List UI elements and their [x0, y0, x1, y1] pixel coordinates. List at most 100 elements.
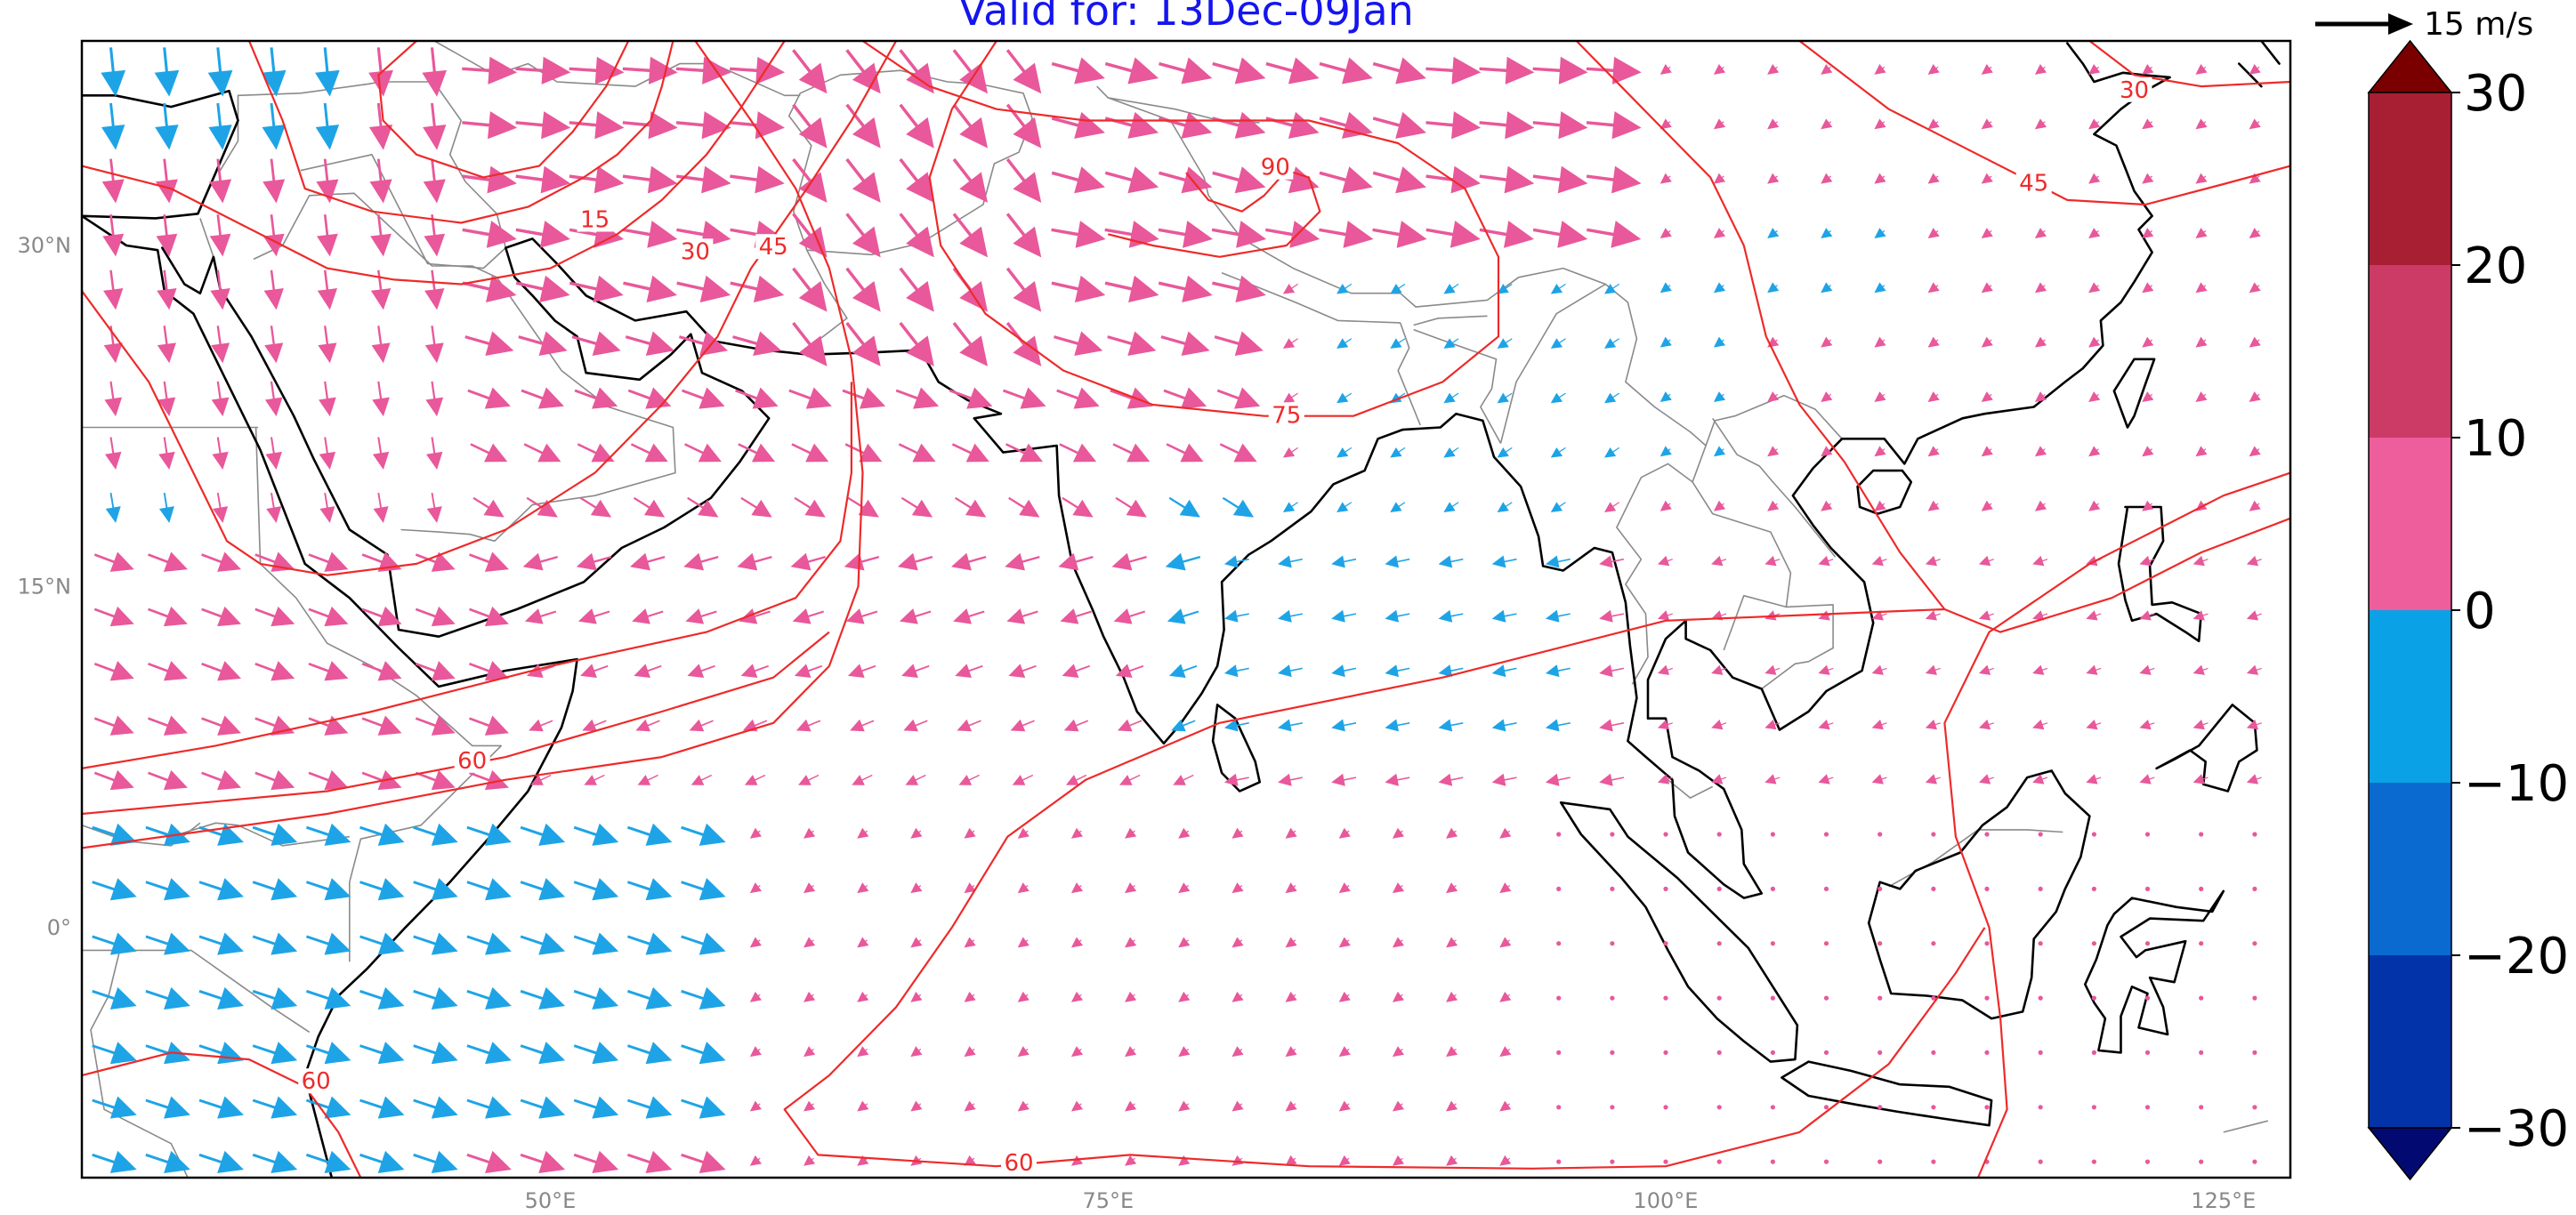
wind-vector-arrow: [964, 991, 976, 1002]
wind-vector-arrow: [104, 437, 122, 471]
wind-vector-arrow: [845, 49, 881, 94]
wind-vector-arrow: [2032, 719, 2048, 730]
wind-vector-arrow: [1545, 719, 1571, 732]
wind-vector-dot: [1716, 886, 1722, 892]
wind-vector-arrow: [424, 270, 445, 310]
wind-vector-arrow: [684, 443, 722, 463]
wind-vector-arrow: [899, 157, 934, 203]
wind-vector-arrow: [1392, 1046, 1405, 1058]
wind-vector-arrow: [252, 1042, 298, 1065]
wind-vector-arrow: [2032, 555, 2048, 567]
contour-label: 60: [457, 748, 487, 775]
country-border-segment: [254, 427, 503, 962]
wind-vector-arrow: [1115, 664, 1144, 678]
wind-vector-arrow: [2249, 228, 2261, 239]
wind-vector-arrow: [198, 1096, 244, 1119]
wind-vector-arrow: [1065, 774, 1087, 785]
wind-vector-arrow: [577, 443, 615, 463]
wind-vector-arrow: [626, 986, 673, 1010]
contour-line: [82, 41, 864, 849]
wind-vector-arrow: [792, 608, 825, 624]
wind-vector-arrow: [1104, 166, 1159, 194]
wind-vector-arrow: [520, 1150, 566, 1173]
wind-vector-arrow: [1925, 664, 1941, 675]
colorbar-tick-label: −10: [2464, 755, 2569, 813]
wind-vector-arrow: [792, 103, 828, 149]
wind-vector-arrow: [157, 326, 176, 364]
wind-vector-arrow: [1767, 446, 1780, 457]
country-border-segment: [1096, 85, 1606, 308]
wind-vector-arrow: [681, 823, 726, 846]
wind-vector-arrow: [845, 322, 881, 366]
wind-vector-arrow: [1178, 1155, 1191, 1166]
contour-line: [377, 41, 630, 179]
wind-vector-arrow: [2086, 664, 2102, 675]
wind-vector-arrow: [1390, 447, 1406, 458]
wind-vector-dot: [1823, 941, 1829, 946]
wind-vector-arrow: [1265, 111, 1320, 139]
wind-vector-arrow: [573, 823, 619, 846]
wind-vector-arrow: [1231, 1100, 1244, 1112]
wind-vector-arrow: [1282, 447, 1298, 458]
wind-vector-arrow: [630, 443, 668, 463]
wind-vector-dot: [1877, 1050, 1883, 1055]
wind-vector-arrow: [1017, 1100, 1030, 1112]
contour-label: 45: [2019, 171, 2048, 197]
wind-vector-arrow: [415, 715, 456, 736]
wind-vector-dot: [1877, 832, 1883, 837]
wind-vector-arrow: [1659, 173, 1672, 184]
wind-vector-arrow: [252, 986, 298, 1010]
wind-vector-arrow: [426, 492, 442, 523]
wind-vector-arrow: [1265, 166, 1320, 194]
wind-vector-arrow: [957, 719, 981, 732]
wind-vector-arrow: [2139, 719, 2155, 730]
wind-vector-arrow: [1981, 336, 1993, 348]
wind-vector-dot: [2199, 832, 2204, 837]
coastline-segment: [2155, 704, 2258, 793]
wind-vector-arrow: [1005, 322, 1042, 366]
contour-label-backdrop: [1268, 402, 1304, 428]
wind-vector-arrow: [1125, 937, 1137, 948]
wind-vector-dot: [1770, 995, 1775, 1001]
wind-vector-arrow: [1713, 63, 1726, 75]
wind-vector-dot: [1984, 1050, 1990, 1055]
wind-vector-arrow: [1764, 555, 1781, 567]
lon-tick-label: 125°E: [2191, 1188, 2256, 1213]
wind-vector-arrow: [857, 882, 869, 894]
wind-vector-dot: [1931, 886, 1936, 892]
wind-vector-arrow: [93, 661, 134, 681]
contour-label: 90: [1261, 155, 1290, 181]
wind-vector-arrow: [373, 492, 389, 523]
wind-vector-arrow: [2034, 500, 2047, 511]
wind-vector-arrow: [1070, 991, 1084, 1002]
wind-vector-arrow: [623, 275, 677, 303]
wind-vector-arrow: [319, 381, 336, 417]
wind-vector-arrow: [573, 986, 619, 1010]
wind-vector-arrow: [792, 49, 828, 94]
contour-label: 60: [302, 1068, 331, 1095]
wind-vector-arrow: [1005, 443, 1044, 463]
wind-vector-arrow: [145, 878, 190, 901]
wind-vector-arrow: [569, 221, 625, 248]
wind-vector-arrow: [1331, 664, 1357, 678]
country-border-segment: [1667, 779, 1714, 799]
wind-vector-arrow: [308, 606, 349, 627]
wind-vector-arrow: [1231, 882, 1244, 894]
wind-vector-arrow: [254, 715, 295, 736]
wind-vector-arrow: [158, 437, 175, 471]
wind-vector-arrow: [1264, 221, 1320, 248]
wind-vector-arrow: [1978, 610, 1994, 621]
wind-vector-arrow: [157, 270, 177, 310]
colorbar-bin: [2369, 265, 2451, 438]
coastline-segment: [161, 42, 2171, 899]
wind-vector-arrow: [1981, 500, 1993, 511]
wind-vector-arrow: [1169, 664, 1198, 678]
wind-vector-arrow: [1051, 166, 1105, 194]
wind-vector-arrow: [305, 878, 351, 901]
wind-vector-arrow: [520, 878, 566, 901]
wind-vector-dot: [1931, 995, 1936, 1001]
wind-vector-arrow: [1070, 1100, 1084, 1112]
wind-vector-arrow: [689, 719, 714, 732]
wind-vector-arrow: [1479, 221, 1535, 248]
